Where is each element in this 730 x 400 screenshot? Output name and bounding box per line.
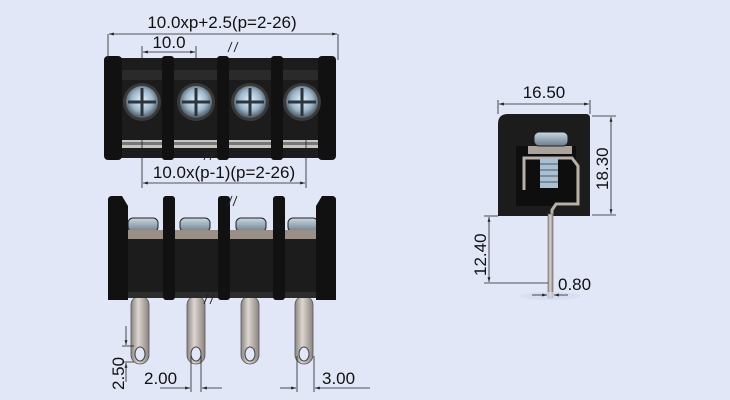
screw-icon xyxy=(231,83,269,121)
top-view: 10.0xp+2.5(p=2-26) 10.0 10.0x(p-1)(p=2-2… xyxy=(104,13,339,188)
pin-thickness-dim: 0.80 xyxy=(558,275,591,294)
pin-icon xyxy=(294,295,314,365)
body-height-dim: 18.30 xyxy=(593,147,612,190)
overall-length-dim: 10.0xp+2.5(p=2-26) xyxy=(147,13,296,32)
pin-icon xyxy=(240,295,260,365)
pin-width-dim: 3.00 xyxy=(322,369,355,388)
pin-icon xyxy=(130,295,150,365)
screw-icon xyxy=(283,83,321,121)
pin-span-dim: 10.0x(p-1)(p=2-26) xyxy=(153,163,295,182)
pin-length-dim: 12.40 xyxy=(471,233,490,276)
body-width-dim: 16.50 xyxy=(523,83,566,102)
pin-icon xyxy=(186,295,206,365)
front-view: 2.50 2.00 3.00 xyxy=(108,195,370,392)
screw-icon xyxy=(177,83,215,121)
side-view: 16.50 18.30 12.40 0.80 xyxy=(471,83,616,300)
screw-icon xyxy=(123,83,161,121)
hole-height-dim: 2.50 xyxy=(109,357,128,390)
hole-width-dim: 2.00 xyxy=(144,369,177,388)
pitch-dim: 10.0 xyxy=(152,33,185,52)
